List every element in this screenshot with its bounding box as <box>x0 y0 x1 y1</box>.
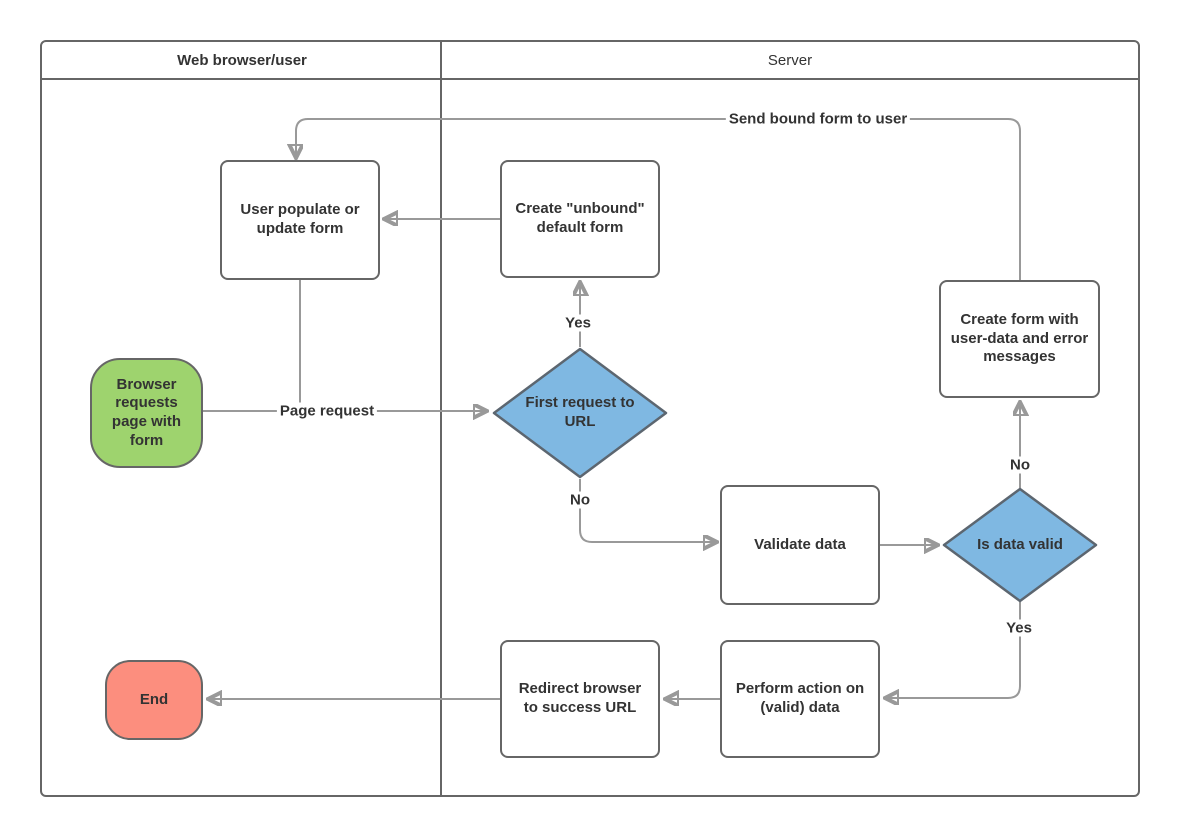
node-label: End <box>139 690 169 708</box>
edge-label-send-bound-form: Send bound form to user <box>725 110 911 128</box>
node-start-browser-requests: Browser requests page with form <box>90 358 203 468</box>
edge-label-first-request-yes: Yes <box>562 314 594 332</box>
node-label: Redirect browser to success URL <box>518 680 642 716</box>
node-label: Browser requests page with form <box>111 375 182 449</box>
lane-header-server: Server <box>767 51 813 69</box>
diamond-shape <box>492 347 668 479</box>
swimlane-header-row: Web browser/user Server <box>42 42 1138 80</box>
node-label: Perform action on (valid) data <box>735 680 865 716</box>
swimlane-pool: Web browser/user Server <box>40 40 1140 797</box>
node-create-form-with-errors: Create form with user-data and error mes… <box>939 280 1100 398</box>
node-redirect-browser: Redirect browser to success URL <box>500 640 660 758</box>
node-label: User populate or update form <box>240 201 360 237</box>
node-user-populate-form: User populate or update form <box>220 160 380 280</box>
edge-label-first-request-no: No <box>567 491 593 509</box>
node-label: Validate data <box>754 535 846 553</box>
edge-label-is-valid-no: No <box>1007 456 1033 474</box>
edge-label-is-valid-yes: Yes <box>1003 619 1035 637</box>
node-label: Create "unbound" default form <box>515 200 645 236</box>
node-label: Create form with user-data and error mes… <box>950 310 1089 366</box>
node-validate-data: Validate data <box>720 485 880 605</box>
node-end: End <box>105 660 203 740</box>
node-label: First request to URL <box>525 394 635 430</box>
edge-label-page-request: Page request <box>276 402 378 420</box>
node-decision-is-data-valid: Is data valid <box>942 487 1098 603</box>
node-create-unbound-form: Create "unbound" default form <box>500 160 660 278</box>
node-decision-first-request: First request to URL <box>492 347 668 479</box>
lane-divider <box>440 42 442 795</box>
lane-header-web-browser-user: Web browser/user <box>177 51 307 69</box>
diamond-shape <box>942 487 1098 603</box>
node-label: Is data valid <box>977 535 1063 553</box>
node-perform-action: Perform action on (valid) data <box>720 640 880 758</box>
